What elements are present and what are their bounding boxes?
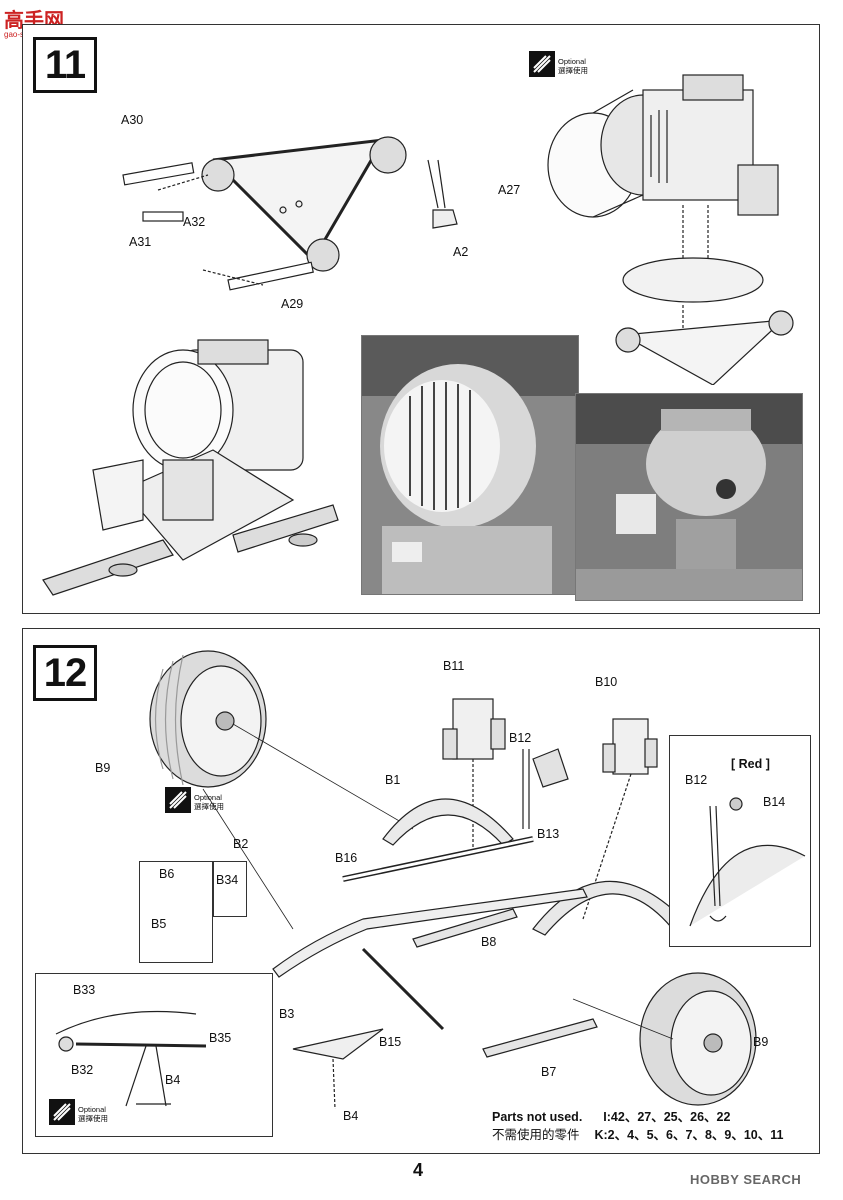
label-b35: B35 <box>209 1031 232 1045</box>
label-b3: B3 <box>279 1007 295 1021</box>
optional-icon-bottom <box>49 1099 75 1125</box>
reference-photo-front <box>361 335 579 595</box>
parts-not-used-row2-values: :2、4、5、6、7、8、9、10、11 <box>603 1128 784 1142</box>
label-b9-bottom: B9 <box>753 1035 769 1049</box>
label-b14: B14 <box>763 795 786 809</box>
label-b12: B12 <box>509 731 532 745</box>
optional-bottom-cn: 選擇使用 <box>78 1114 108 1123</box>
optional-bottom-en: Optional <box>78 1105 106 1114</box>
label-b12-inset: B12 <box>685 773 708 787</box>
step-12-panel: 12 <box>22 628 820 1154</box>
label-a27: A27 <box>498 183 521 197</box>
step-11-number: 11 <box>33 37 97 93</box>
label-a30: A30 <box>121 113 144 127</box>
reference-photo-side <box>575 393 803 601</box>
b6-b5-subassembly-box <box>139 861 213 963</box>
label-b6: B6 <box>159 867 175 881</box>
optional-icon <box>529 51 555 77</box>
optional-label-en: Optional <box>558 57 586 66</box>
parts-not-used-row1-key: I <box>603 1110 607 1124</box>
label-b7: B7 <box>541 1065 557 1079</box>
label-red: [ Red ] <box>731 757 770 771</box>
label-b2: B2 <box>233 837 249 851</box>
page-number: 4 <box>413 1160 424 1180</box>
optional-label-cn: 選擇使用 <box>558 66 588 75</box>
parts-not-used-row2-key: K <box>594 1128 604 1142</box>
parts-not-used-title-en: Parts not used. <box>492 1110 583 1124</box>
label-a29: A29 <box>281 297 304 311</box>
label-b8: B8 <box>481 935 497 949</box>
optional-marker-top: Optional 選擇使用 <box>165 787 224 813</box>
label-a2: A2 <box>453 245 469 259</box>
label-b34: B34 <box>216 873 239 887</box>
parts-not-used-title-cn: 不需使用的零件 <box>492 1128 580 1142</box>
label-a31: A31 <box>129 235 152 249</box>
label-b9-top: B9 <box>95 761 111 775</box>
label-b15: B15 <box>379 1035 402 1049</box>
label-b11: B11 <box>443 659 465 673</box>
label-b32: B32 <box>71 1063 94 1077</box>
searchlight-assembled-drawing <box>42 339 339 596</box>
hobby-search-watermark: HOBBY SEARCH <box>690 1172 802 1187</box>
optional-top-en: Optional <box>194 793 222 802</box>
label-b1: B1 <box>385 773 401 787</box>
label-b33: B33 <box>73 983 96 997</box>
label-b16: B16 <box>335 851 358 865</box>
label-b4-inset: B4 <box>165 1073 181 1087</box>
b34-part-box <box>213 861 247 917</box>
optional-marker: Optional 選擇使用 <box>529 51 588 77</box>
label-b4: B4 <box>343 1109 359 1123</box>
optional-marker-bottom: Optional 選擇使用 <box>49 1099 108 1125</box>
step-11-panel: 11 A30 A31 A32 A29 A2 <box>22 24 820 614</box>
trailer-axle-exploded-drawing <box>149 650 757 1110</box>
parts-not-used-row1-values: :42、27、25、26、22 <box>606 1110 731 1124</box>
optional-icon-top <box>165 787 191 813</box>
label-b10: B10 <box>595 675 618 689</box>
label-b5: B5 <box>151 917 167 931</box>
searchlight-exploded-drawing <box>547 74 794 385</box>
base-frame-exploded-drawing <box>122 136 458 291</box>
label-a32: A32 <box>183 215 206 229</box>
optional-top-cn: 選擇使用 <box>194 802 224 811</box>
label-b13: B13 <box>537 827 560 841</box>
parts-not-used-block: Parts not used. I:42、27、25、26、22 不需使用的零件… <box>492 1108 783 1144</box>
b12-b14-detail-inset <box>669 735 811 947</box>
step-12-number: 12 <box>33 645 97 701</box>
